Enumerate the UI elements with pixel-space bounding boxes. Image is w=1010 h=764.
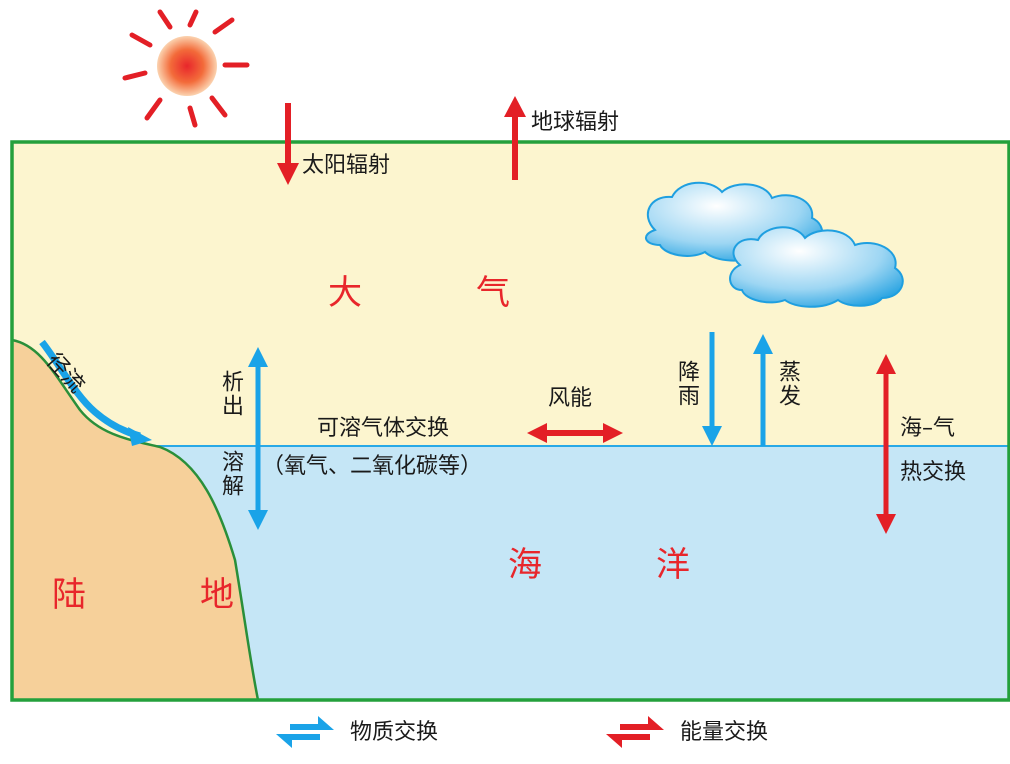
sea-air-label-line2: 热交换 <box>900 460 967 485</box>
legend-material-label: 物质交换 <box>350 720 439 745</box>
precipitation-arrow <box>702 332 722 446</box>
runoff-arrow <box>39 339 152 446</box>
earth-radiation-label: 地球辐射 <box>531 110 620 135</box>
earth-radiation-arrow <box>504 96 526 180</box>
wind-energy-arrow <box>527 423 623 443</box>
evaporation-label: 蒸发 <box>775 360 800 408</box>
release-dissolve-arrow <box>248 347 268 530</box>
legend-energy-arrow-icon <box>606 716 664 748</box>
ocean-label: 海 洋 <box>508 545 730 585</box>
sun-icon <box>122 9 250 128</box>
atmosphere-label: 大 气 <box>328 273 550 313</box>
solar-radiation-label: 太阳辐射 <box>302 153 391 178</box>
release-label: 析出 <box>218 370 243 418</box>
precipitation-label: 降雨 <box>674 360 699 408</box>
dissolve-label: 溶解 <box>218 450 243 498</box>
land-label: 陆 地 <box>52 575 274 615</box>
land-region <box>10 338 260 702</box>
gas-examples-label: （氧气、二氧化碳等） <box>262 454 483 479</box>
sea-air-heat-arrow <box>876 354 896 534</box>
evaporation-arrow <box>753 334 773 446</box>
legend-energy-label: 能量交换 <box>680 720 769 745</box>
wind-energy-label: 风能 <box>548 386 593 411</box>
diagram-frame <box>10 140 1010 702</box>
cloud-icon <box>645 181 904 308</box>
solar-radiation-arrow <box>277 103 299 185</box>
sea-air-label-line1: 海–气 <box>900 416 956 441</box>
gas-exchange-label: 可溶气体交换 <box>317 416 450 441</box>
legend-material-arrow-icon <box>276 716 334 748</box>
